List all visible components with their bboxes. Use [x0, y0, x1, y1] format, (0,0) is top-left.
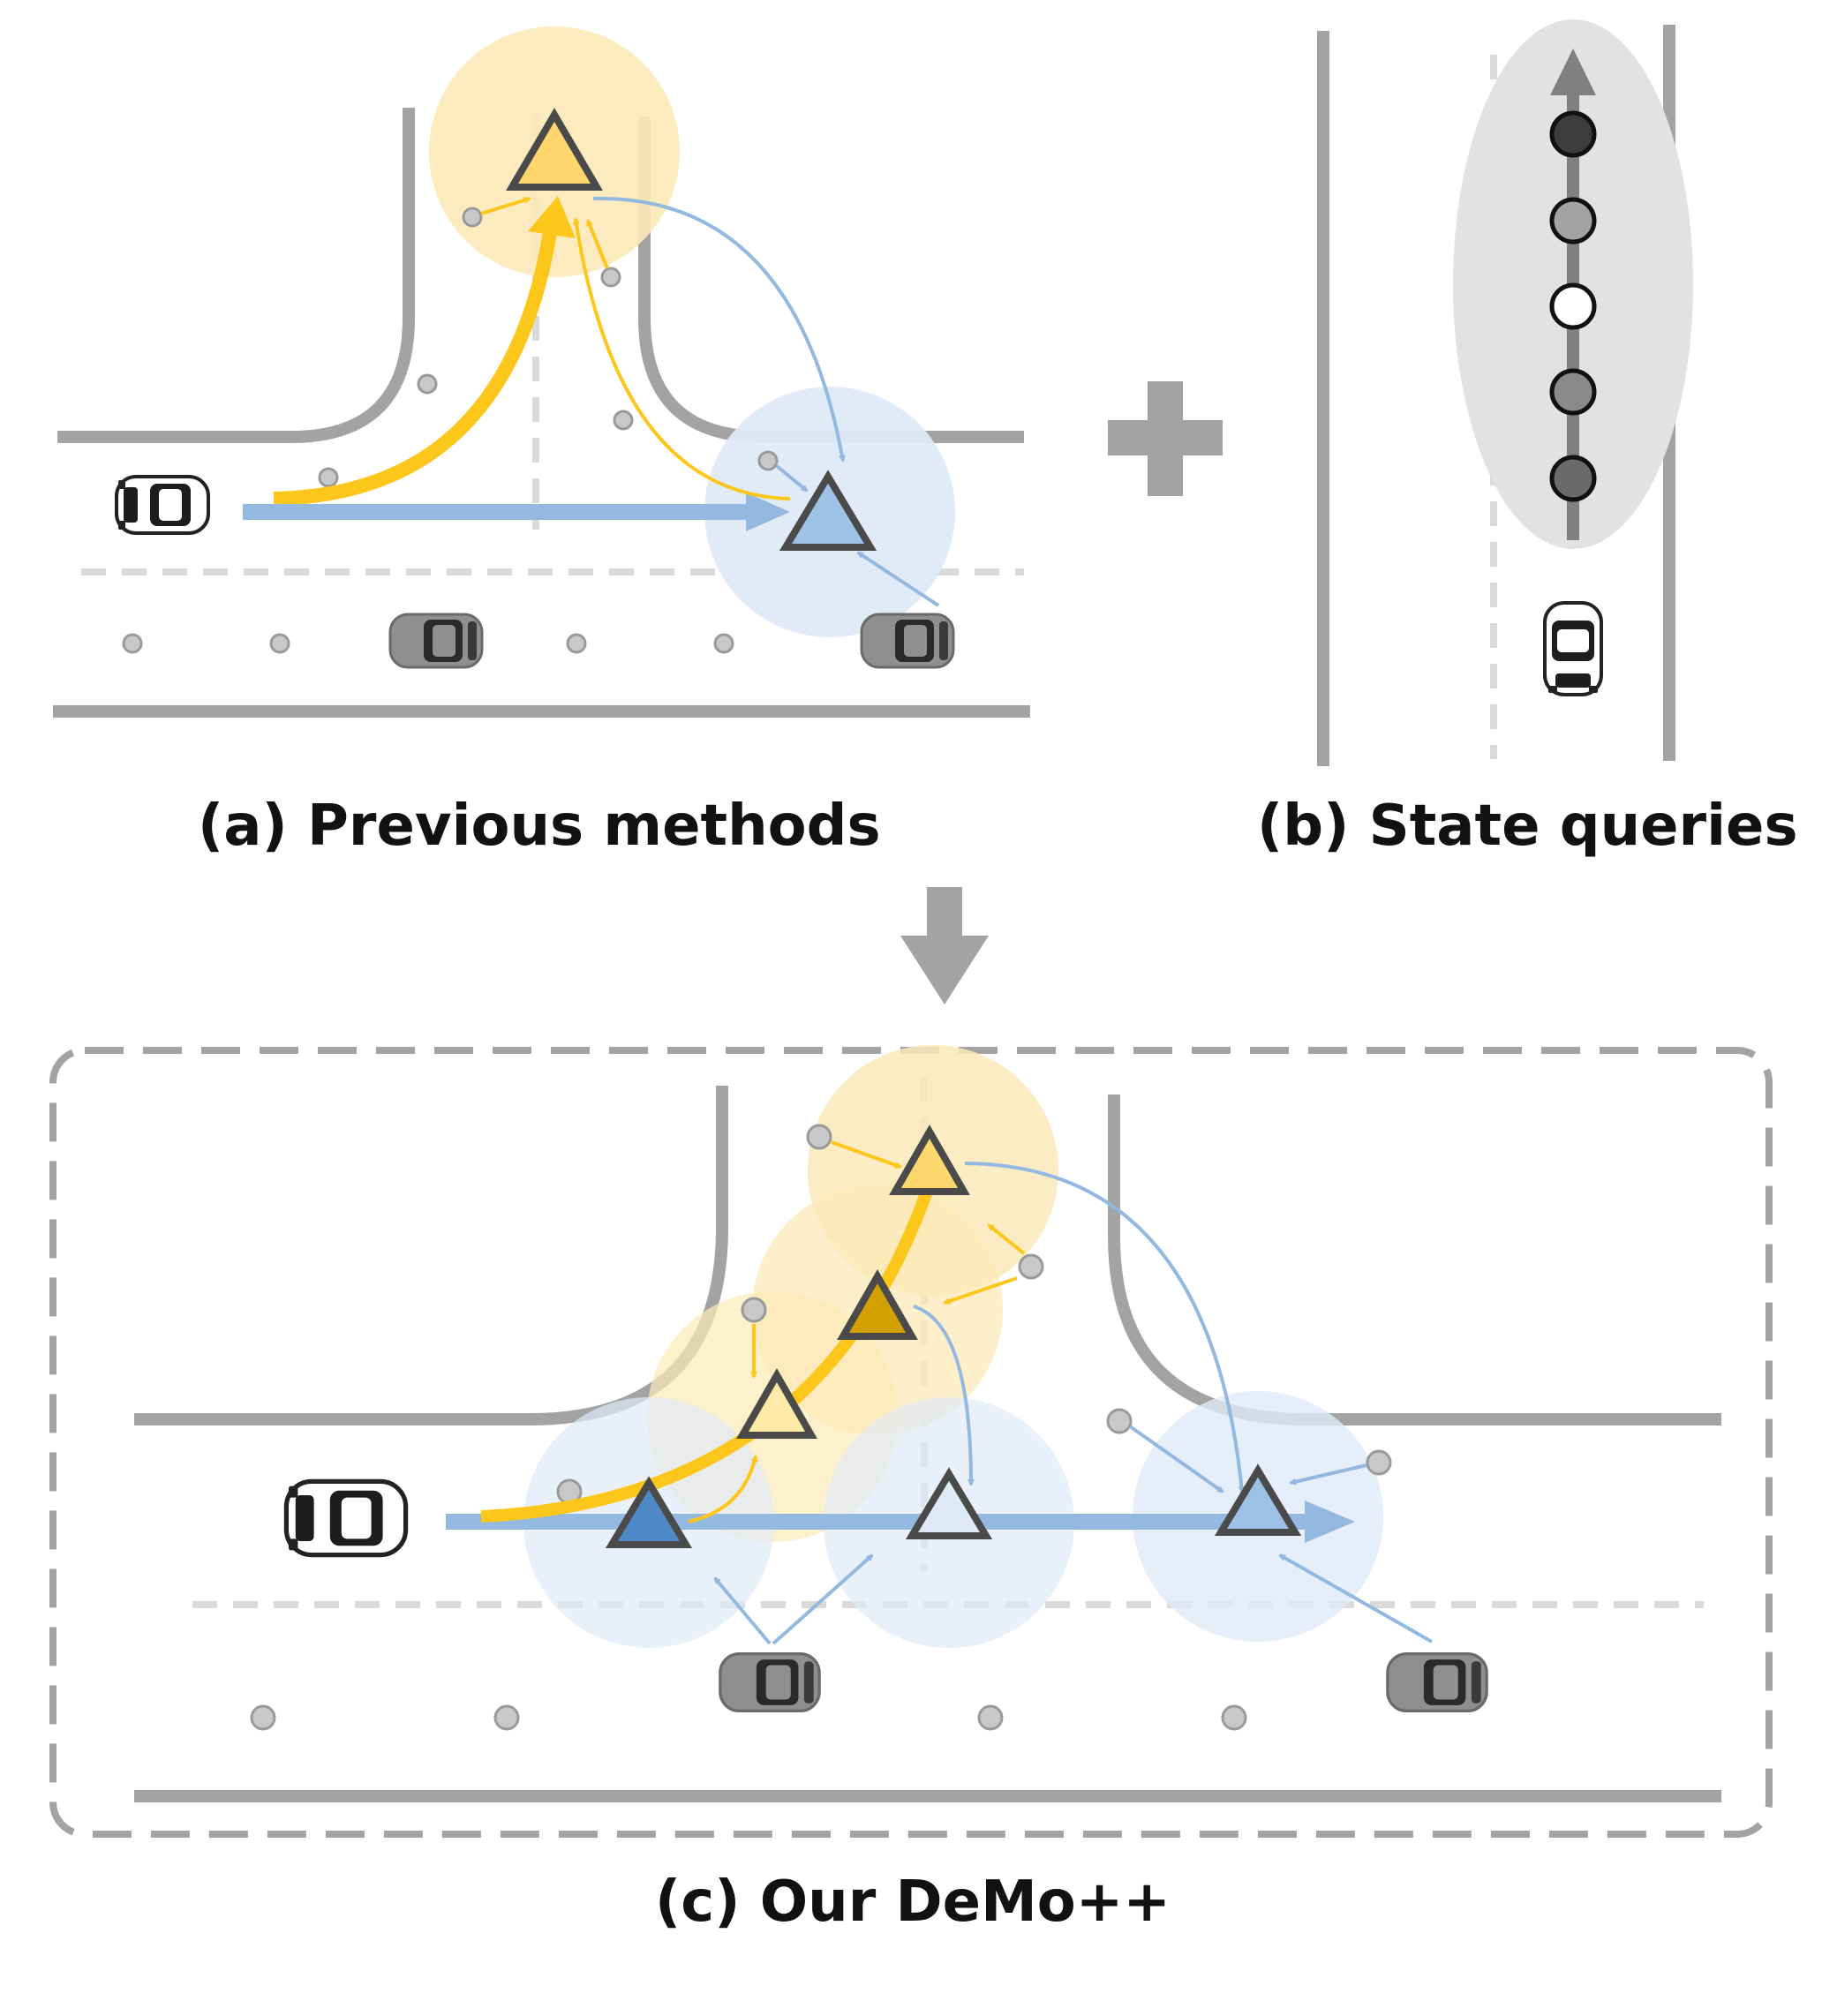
interaction-arrow — [943, 1276, 1018, 1305]
map-point-icon — [250, 1704, 276, 1731]
interaction-arrow — [592, 196, 846, 463]
map-point-icon — [613, 410, 634, 431]
triangle-mode-icon — [605, 1476, 693, 1548]
caption-panel-b: (b) State queries — [1257, 794, 1798, 859]
interaction-arrow — [831, 1140, 902, 1169]
state-query-icon — [1549, 110, 1597, 158]
trajectory-yellow-head — [528, 196, 576, 238]
map-point-icon — [806, 1124, 832, 1150]
map-point-icon — [741, 1297, 767, 1323]
trajectory-yellow — [273, 219, 559, 506]
car-icon — [1543, 601, 1603, 696]
panel-c — [49, 1045, 1773, 1838]
triangle-mode-icon — [905, 1467, 993, 1539]
car-icon — [115, 475, 210, 535]
plus-icon — [1108, 381, 1223, 496]
triangle-mode-icon — [889, 1124, 970, 1195]
interaction-arrow — [1278, 1553, 1433, 1644]
caption-panel-a: (a) Previous methods — [198, 794, 881, 859]
map-point-icon — [122, 633, 143, 654]
map-point-icon — [462, 207, 483, 228]
map-point-icon — [566, 633, 587, 654]
state-query-axis-head — [1550, 49, 1596, 95]
map-point-icon — [493, 1704, 520, 1731]
map-point-icon — [1366, 1449, 1392, 1476]
state-query-icon — [1549, 455, 1597, 502]
state-query-icon — [1549, 197, 1597, 244]
interaction-arrow — [772, 1553, 874, 1645]
map-points — [122, 207, 779, 654]
map-point-icon — [757, 450, 779, 471]
car-icon — [1386, 1651, 1488, 1713]
triangle-mode-icon — [506, 108, 603, 191]
caption-panel-c: (c) Our DeMo++ — [655, 1869, 1171, 1935]
car-icon — [719, 1651, 821, 1713]
interaction-arrow — [480, 196, 531, 215]
interaction-arrow — [713, 1576, 772, 1645]
map-point-icon — [977, 1704, 1004, 1731]
trajectory-blue-head — [1305, 1501, 1355, 1543]
road-edge — [1108, 1095, 1721, 1425]
map-point-icon — [713, 633, 734, 654]
triangle-mode-icon — [837, 1268, 918, 1340]
triangle-mode-icon — [736, 1367, 817, 1439]
road-edge — [57, 108, 415, 443]
map-point-icon — [1018, 1253, 1044, 1280]
map-point-icon — [1106, 1408, 1133, 1434]
state-query-icon — [1549, 282, 1597, 330]
interaction-arrow — [856, 551, 940, 607]
triangle-mode-icon — [1214, 1463, 1302, 1536]
state-query-icon — [1549, 368, 1597, 416]
trajectory-blue-head — [746, 493, 790, 531]
car-icon — [860, 613, 955, 669]
interaction-arrow — [688, 1455, 758, 1523]
road-edge — [134, 1086, 728, 1425]
map-point-icon — [1221, 1704, 1247, 1731]
map-point-icon — [417, 373, 438, 395]
map-point-icon — [318, 467, 339, 488]
interaction-arrow — [572, 217, 791, 500]
panel-a — [53, 26, 1030, 718]
interaction-arrow — [586, 219, 609, 269]
panel-b — [1317, 19, 1693, 766]
interaction-arrow — [964, 1162, 1246, 1493]
map-points — [250, 1124, 1392, 1731]
car-icon — [286, 1481, 405, 1554]
interaction-arrow — [1289, 1463, 1367, 1486]
interaction-arrow — [913, 1305, 975, 1486]
triangle-mode-icon — [779, 470, 877, 551]
car-icon — [388, 613, 484, 669]
interaction-arrow — [775, 464, 809, 493]
interaction-arrow — [987, 1223, 1026, 1255]
down-arrow-icon — [900, 887, 989, 1004]
map-point-icon — [269, 633, 290, 654]
interaction-arrow — [1128, 1425, 1224, 1493]
map-point-icon — [600, 267, 621, 288]
